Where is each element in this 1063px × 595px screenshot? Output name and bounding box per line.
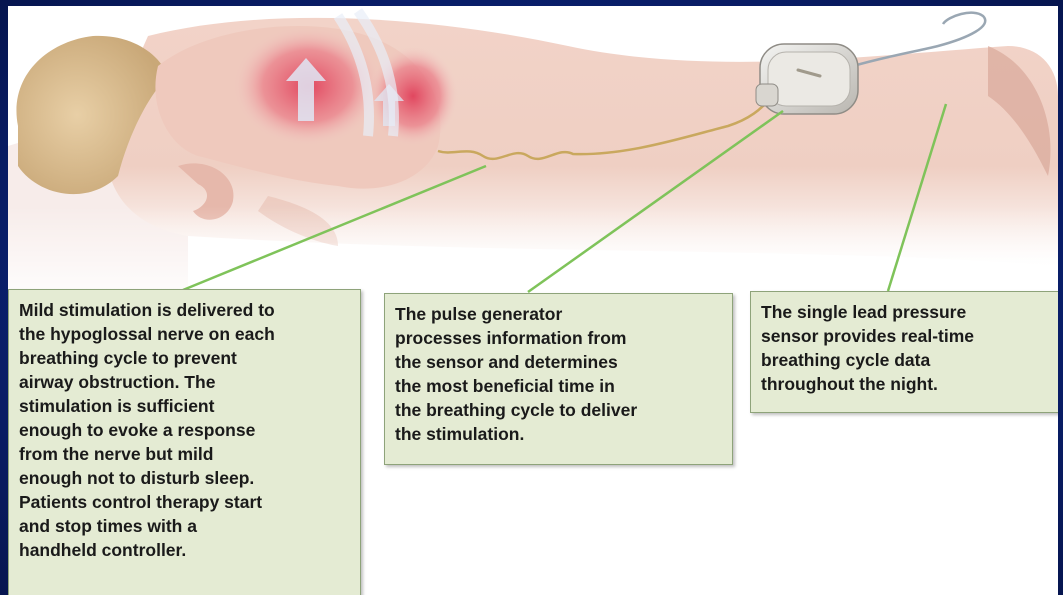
callout-pressure-sensor: The single lead pressure sensor provides… xyxy=(750,291,1058,413)
patient-illustration xyxy=(8,6,1058,306)
callout-stimulation: Mild stimulation is delivered to the hyp… xyxy=(8,289,361,595)
callout-pulse-generator: The pulse generator processes informatio… xyxy=(384,293,733,465)
pulse-generator xyxy=(756,44,858,114)
slide-canvas: Mild stimulation is delivered to the hyp… xyxy=(8,6,1058,595)
